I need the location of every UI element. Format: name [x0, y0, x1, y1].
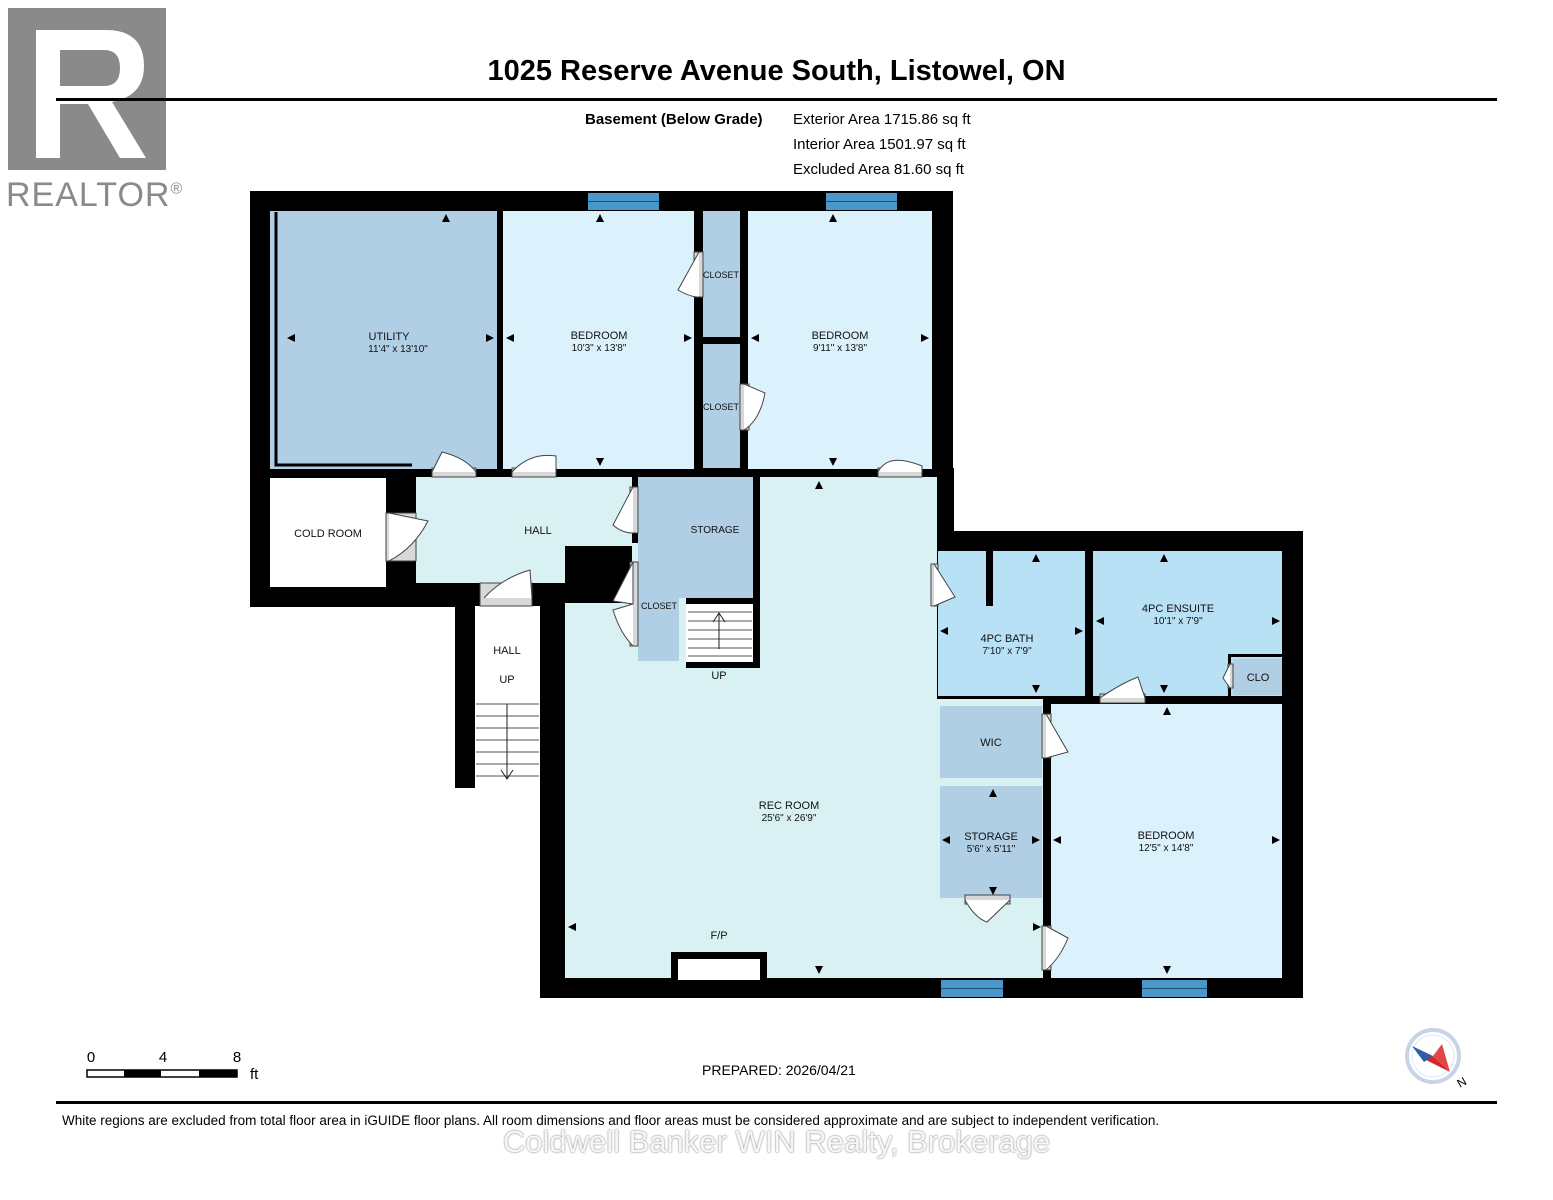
bath-dims: 7'10" x 7'9" [982, 646, 1032, 657]
prepared-date: PREPARED: 2026/04/21 [702, 1062, 856, 1078]
ensuite-dims: 10'1" x 7'9" [1153, 616, 1203, 627]
bedroom-1-label: BEDROOM [571, 330, 628, 342]
doors [385, 251, 1234, 971]
cold-room [270, 478, 386, 587]
storage-2-dims: 5'6" x 5'11" [967, 844, 1016, 855]
excluded-area: Excluded Area 81.60 sq ft [793, 161, 964, 178]
closet-clo [1233, 659, 1282, 695]
dimension-markers [287, 214, 1280, 974]
compass-north-label: N [1455, 1074, 1470, 1090]
exterior-area: Exterior Area 1715.86 sq ft [793, 111, 971, 128]
storage-1-label: STORAGE [691, 525, 740, 536]
stairs-hall-2 [476, 703, 539, 780]
closet-1-label: CLOSET [703, 270, 740, 280]
wic [940, 706, 1042, 778]
realtor-wordmark: REALTOR® [6, 176, 184, 214]
page-title: 1025 Reserve Avenue South, Listowel, ON [487, 55, 1066, 87]
disclaimer: White regions are excluded from total fl… [62, 1113, 1160, 1128]
utility-dims: 11'4" x 13'10" [368, 344, 428, 355]
title-divider [56, 98, 1497, 101]
ensuite-label: 4PC ENSUITE [1142, 603, 1214, 615]
bedroom-2-dims: 9'11" x 13'8" [813, 343, 868, 354]
fireplace-label: F/P [710, 930, 727, 942]
hall-1-label: HALL [524, 525, 552, 537]
utility-inner-wall [274, 212, 412, 467]
rec-room-dims: 25'6" x 26'9" [762, 813, 817, 824]
scale-unit: ft [250, 1066, 259, 1083]
interior-area: Interior Area 1501.97 sq ft [793, 136, 966, 153]
rec-room-label: REC ROOM [759, 800, 820, 812]
stair-up-label: UP [711, 670, 726, 682]
windows [588, 193, 1207, 997]
scale-tick-0: 0 [87, 1049, 95, 1066]
closet-2-label: CLOSET [703, 402, 740, 412]
hall-rec-room [416, 477, 1043, 978]
wic-label: WIC [980, 737, 1001, 749]
bedroom-1 [503, 211, 694, 469]
compass-icon: N [1405, 1028, 1470, 1091]
bedroom-2 [748, 211, 932, 469]
realtor-logo: REALTOR® [6, 8, 182, 214]
bedroom-1-dims: 10'3" x 13'8" [572, 343, 627, 354]
cold-room-label: COLD ROOM [294, 528, 362, 540]
bedroom-3-label: BEDROOM [1138, 830, 1195, 842]
brokerage-watermark: Coldwell Banker WIN Realty, Brokerage [502, 1124, 1051, 1159]
clo-label: CLO [1247, 672, 1270, 684]
utility-label: UTILITY [369, 331, 411, 343]
scale-tick-8: 8 [233, 1049, 241, 1066]
closet-2 [703, 344, 740, 468]
storage-2 [940, 786, 1042, 898]
stairs-up-1 [688, 611, 752, 657]
utility-room [270, 211, 497, 469]
bedroom-2-label: BEDROOM [812, 330, 869, 342]
storage-2-label: STORAGE [964, 831, 1018, 843]
floor-label: Basement (Below Grade) [585, 111, 763, 128]
bath [938, 551, 1085, 696]
bath-partition [986, 551, 993, 606]
bedroom-3 [1051, 704, 1282, 978]
closet-3 [638, 549, 679, 661]
scale-bar: 0 4 8 ft [86, 1049, 259, 1083]
bedroom-3-dims: 12'5" x 14'8" [1139, 843, 1194, 854]
closet-1 [703, 211, 740, 337]
closet-3-label: CLOSET [641, 601, 678, 611]
realtor-r-icon [8, 8, 166, 170]
hall-2-label: HALL [493, 645, 521, 657]
bath-label: 4PC BATH [981, 633, 1034, 645]
hall-2-up-label: UP [499, 674, 514, 686]
scale-tick-4: 4 [159, 1049, 167, 1066]
footer-divider [56, 1101, 1497, 1104]
